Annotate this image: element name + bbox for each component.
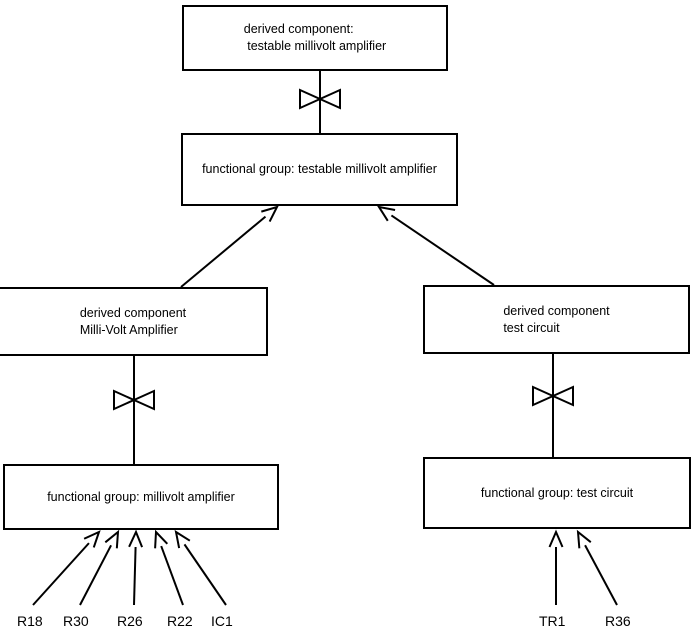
- open-arrowhead-realization: [104, 529, 120, 549]
- leaf-label-r30: R30: [63, 613, 89, 629]
- arrow-r30-to-fg-mva: [79, 529, 120, 606]
- node-label: functional group: millivolt amplifier: [47, 489, 235, 504]
- arrow-shaft: [79, 544, 112, 606]
- bowties-group: [113, 88, 574, 411]
- open-arrowhead-realization: [376, 205, 396, 222]
- open-arrowhead-realization: [576, 529, 592, 549]
- bowtie-left-triangle: [113, 389, 137, 411]
- arrow-r18-to-fg-mva: [32, 530, 101, 606]
- arrow-shaft: [160, 545, 184, 606]
- arrow-shaft: [32, 542, 90, 606]
- bowtie-decomposition-connector: [532, 385, 574, 407]
- open-arrowhead-realization: [83, 530, 101, 548]
- leaf-label-ic1: IC1: [211, 613, 233, 629]
- leaf-label-r26: R26: [117, 613, 143, 629]
- bowtie-decomposition-connector: [113, 389, 155, 411]
- arrow-shaft: [180, 215, 267, 288]
- bowtie-right-triangle: [131, 389, 155, 411]
- open-arrowhead-realization: [548, 529, 564, 548]
- arrow-shaft: [390, 214, 495, 286]
- functional-group-test-circuit[interactable]: functional group: test circuit: [423, 457, 691, 529]
- node-label: derived component: testable millivolt am…: [243, 22, 387, 53]
- node-label: functional group: test circuit: [480, 485, 634, 500]
- derived-component-milli-volt-amplifier[interactable]: derived component Milli-Volt Amplifier: [0, 287, 268, 356]
- arrow-derived-mva-to-fg-testable: [180, 205, 279, 288]
- bowtie-right-triangle: [550, 385, 574, 407]
- node-label: derived component test circuit: [503, 303, 610, 335]
- arrow-tr1-to-fg-tc: [548, 529, 564, 605]
- leaf-label-r18: R18: [17, 613, 43, 629]
- arrow-shaft: [584, 544, 618, 606]
- bowtie-left-triangle: [532, 385, 556, 407]
- node-label: derived component Milli-Volt Amplifier: [79, 305, 187, 337]
- links-group: [133, 71, 554, 464]
- arrow-derived-tc-to-fg-testable: [376, 205, 495, 286]
- arrows-group: [32, 205, 618, 606]
- arrow-shaft: [133, 546, 137, 606]
- leaf-label-r22: R22: [167, 613, 193, 629]
- arrow-r36-to-fg-tc: [576, 529, 618, 606]
- arrow-ic1-to-fg-mva: [174, 529, 227, 606]
- open-arrowhead-realization: [261, 205, 279, 223]
- arrow-r22-to-fg-mva: [154, 529, 184, 606]
- bowtie-decomposition-connector: [299, 88, 341, 110]
- derived-component-test-circuit[interactable]: derived component test circuit: [423, 285, 690, 354]
- arrow-r26-to-fg-mva: [128, 529, 144, 606]
- open-arrowhead-realization: [128, 529, 144, 548]
- bowtie-right-triangle: [317, 88, 341, 110]
- leaf-label-r36: R36: [605, 613, 631, 629]
- leaf-label-tr1: TR1: [539, 613, 566, 629]
- derived-component-testable-millivolt-amplifier[interactable]: derived component: testable millivolt am…: [182, 5, 448, 71]
- node-label: functional group: testable millivolt amp…: [202, 162, 437, 176]
- open-arrowhead-realization: [174, 529, 191, 549]
- arrow-shaft: [183, 543, 227, 606]
- functional-group-testable-millivolt-amplifier[interactable]: functional group: testable millivolt amp…: [181, 133, 458, 206]
- bowtie-left-triangle: [299, 88, 323, 110]
- functional-group-millivolt-amplifier[interactable]: functional group: millivolt amplifier: [3, 464, 279, 530]
- open-arrowhead-realization: [154, 529, 169, 549]
